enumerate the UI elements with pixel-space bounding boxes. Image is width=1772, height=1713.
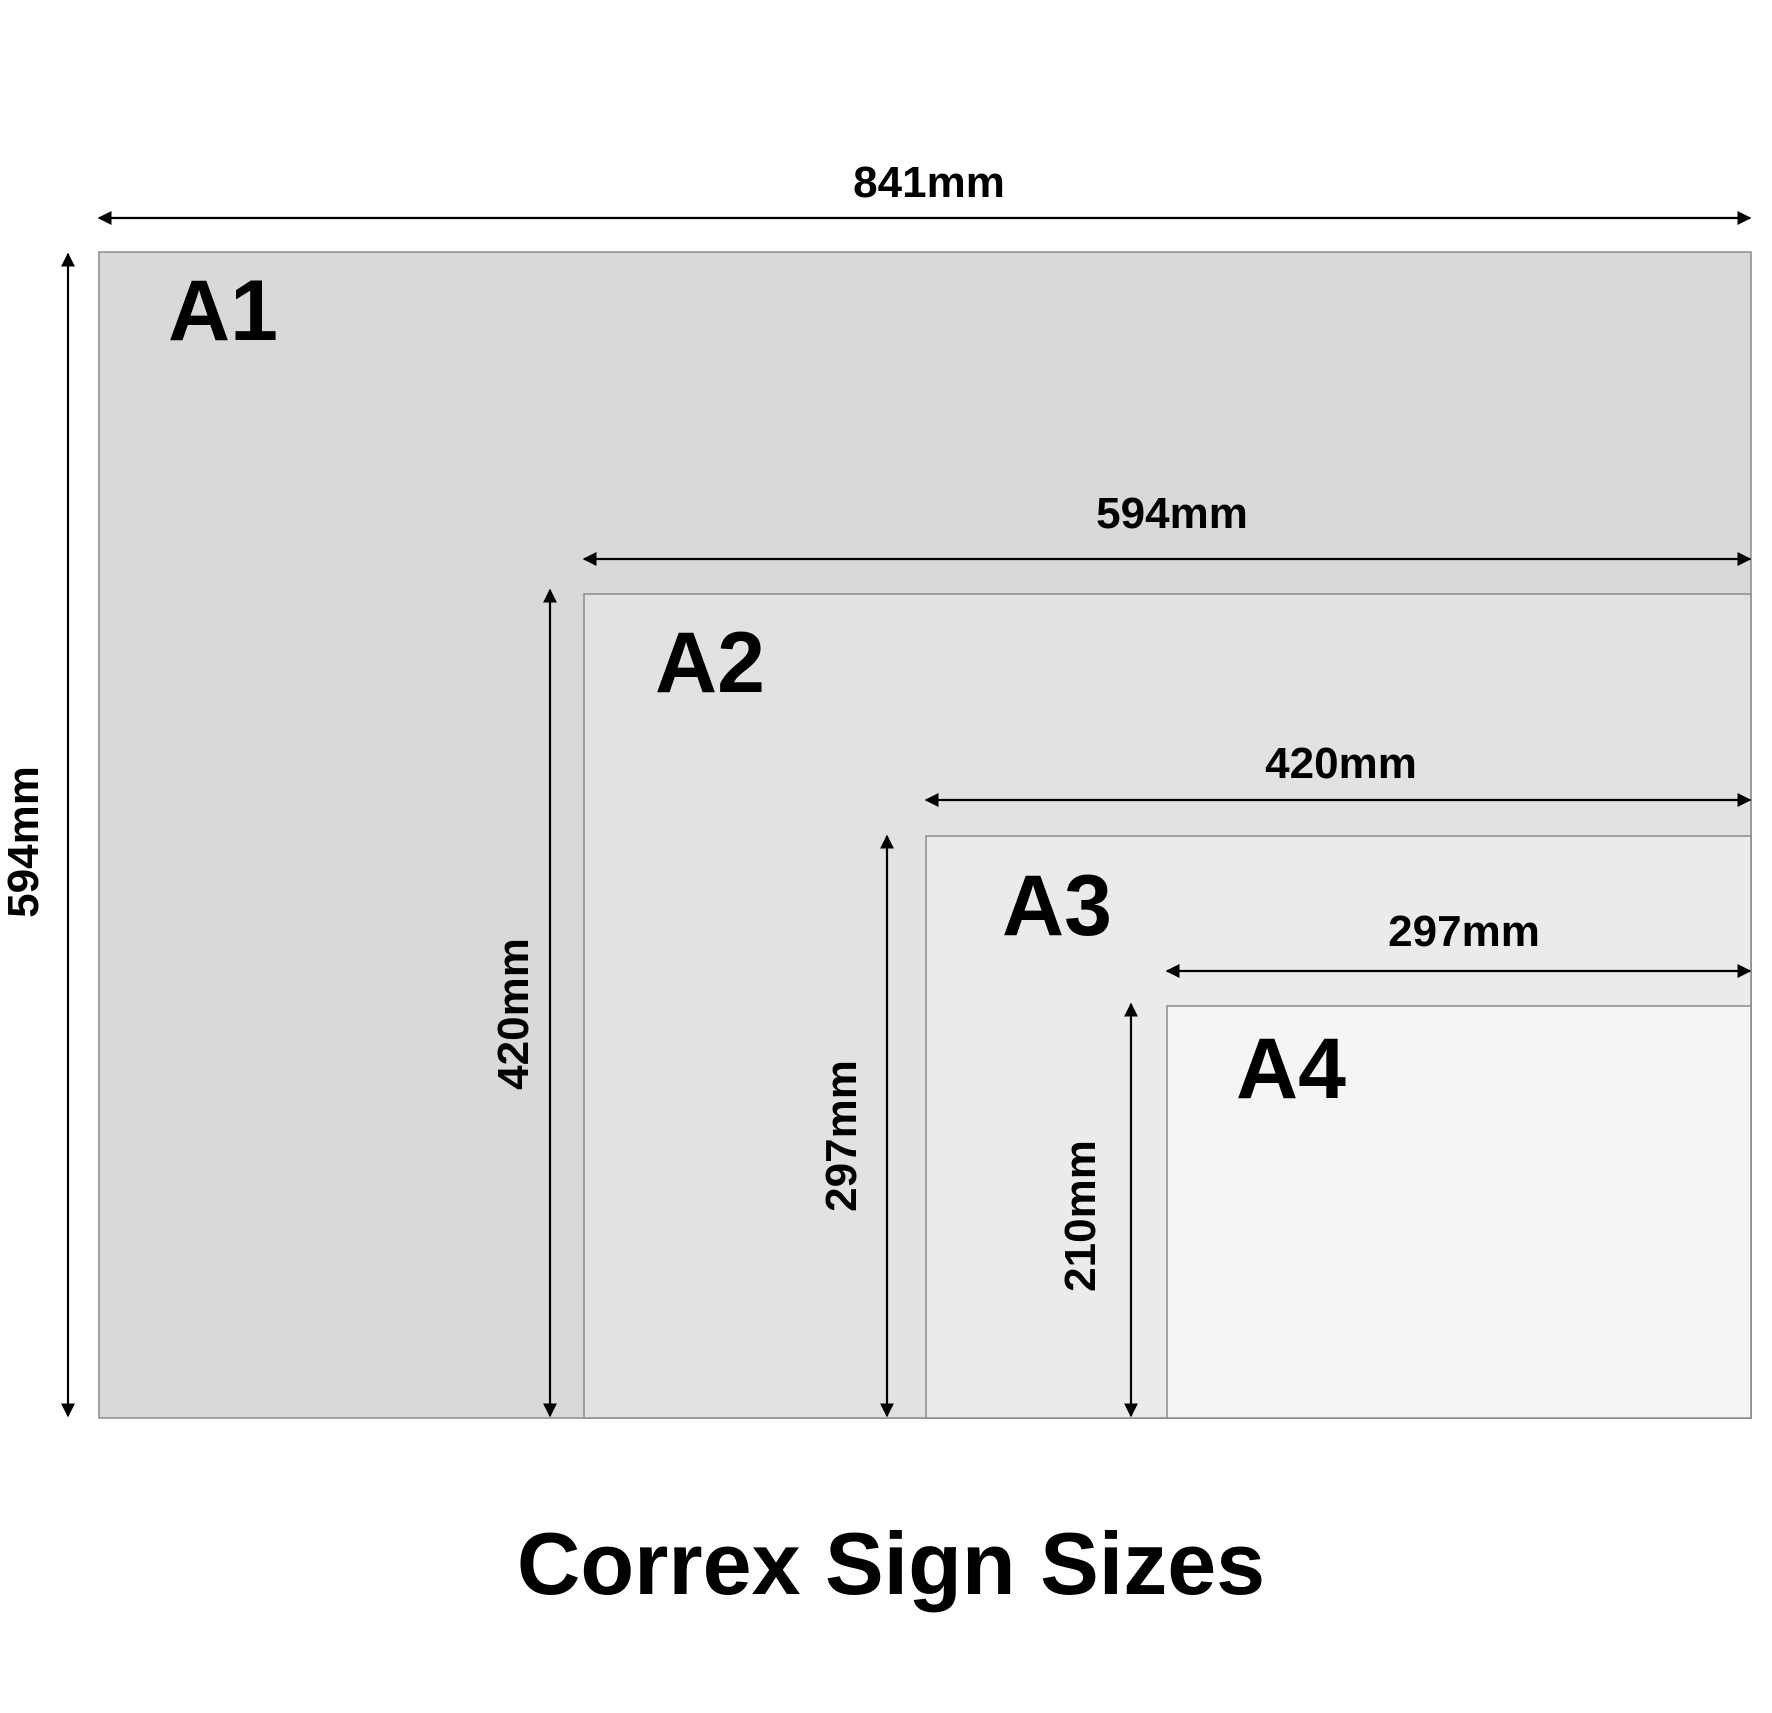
- a1-width-label: 841mm: [853, 158, 1005, 207]
- page-title: Correx Sign Sizes: [517, 1514, 1265, 1613]
- a4-width-label: 297mm: [1388, 907, 1540, 956]
- sheet-a1-label: A1: [168, 263, 278, 359]
- a2-width-label: 594mm: [1096, 489, 1248, 538]
- sheet-a4: [1166, 1005, 1752, 1419]
- a1-height-label: 594mm: [0, 766, 48, 918]
- sheet-a3-label: A3: [1002, 858, 1112, 954]
- a4-height-label: 210mm: [1056, 1140, 1105, 1292]
- a3-width-label: 420mm: [1265, 739, 1417, 788]
- a2-height-label: 420mm: [489, 938, 538, 1090]
- sheet-a2-label: A2: [655, 615, 765, 711]
- a3-height-label: 297mm: [817, 1060, 866, 1212]
- sheet-a4-label: A4: [1236, 1021, 1346, 1117]
